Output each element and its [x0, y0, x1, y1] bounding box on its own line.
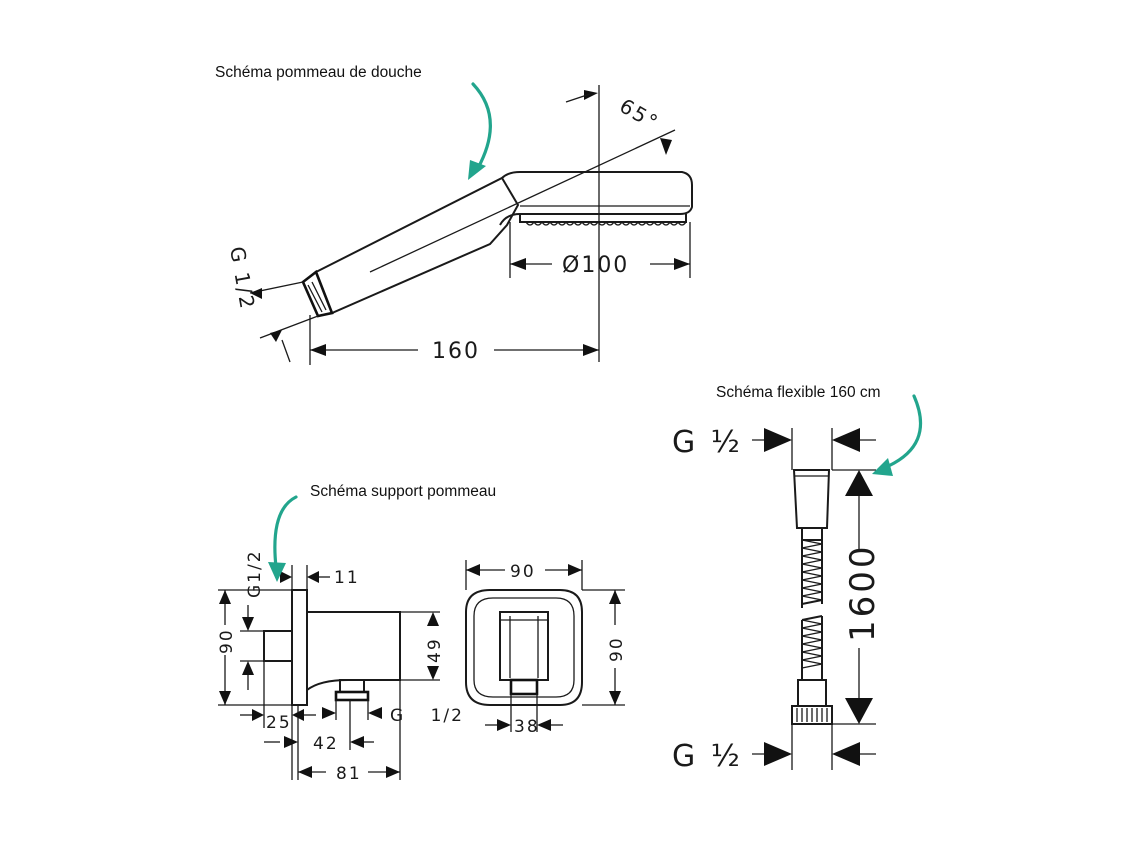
head-thread-label: G 1/2	[225, 245, 260, 312]
support-dim-90-height: 90	[607, 636, 627, 662]
hose-drawing	[752, 428, 876, 770]
head-angle-label: 65°	[616, 94, 664, 136]
front-outlet	[509, 678, 539, 696]
caption-hose: Schéma flexible 160 cm	[716, 384, 881, 401]
support-pointer-arrow	[273, 495, 298, 569]
front-body	[499, 611, 549, 681]
shower-head-drawing	[249, 85, 693, 365]
hose-arrowhead	[872, 458, 893, 476]
head-diameter-label: Ø100	[562, 253, 629, 278]
support-dim-81: 81	[336, 764, 362, 784]
hose-bottom-ferrule	[797, 679, 827, 707]
hose-length-label: 1600	[843, 543, 883, 642]
support-thread-top-label: G1/2	[245, 549, 265, 598]
front-plate	[465, 589, 583, 706]
hose-top-cone	[792, 469, 831, 529]
hose-pointer-arrow	[882, 394, 923, 470]
handle-outline	[314, 176, 520, 315]
support-thread-bottom-label: G 1/2	[390, 706, 464, 726]
support-dim-11: 11	[334, 568, 360, 588]
head-length-label: 160	[432, 339, 480, 364]
hose-thread-top-label: G ½	[672, 425, 741, 460]
handle-axis	[369, 129, 676, 273]
head-face	[519, 214, 687, 223]
rear-thread	[263, 630, 293, 662]
support-dim-38: 38	[514, 717, 540, 737]
support-dim-25: 25	[266, 713, 292, 733]
caption-support: Schéma support pommeau	[310, 483, 496, 500]
shower-head-pointer-arrow	[471, 82, 492, 170]
hose-bottom-nut	[791, 705, 833, 725]
support-dim-90-side: 90	[217, 628, 237, 654]
hose-thread-bottom-label: G ½	[672, 739, 741, 774]
outlet-thread	[334, 690, 370, 702]
wall-plate	[291, 589, 308, 706]
outlet-nut	[339, 679, 365, 693]
support-dim-90-width: 90	[510, 562, 536, 582]
caption-shower-head: Schéma pommeau de douche	[215, 64, 422, 81]
support-dim-49: 49	[425, 637, 445, 663]
support-dim-42: 42	[313, 734, 339, 754]
head-outline	[499, 171, 693, 226]
support-front-drawing	[465, 560, 625, 732]
support-arrowhead	[268, 562, 286, 582]
support-side-drawing	[218, 565, 440, 780]
thread-end	[301, 269, 334, 318]
support-body	[306, 611, 401, 691]
shower-head-arrowhead	[468, 160, 486, 180]
